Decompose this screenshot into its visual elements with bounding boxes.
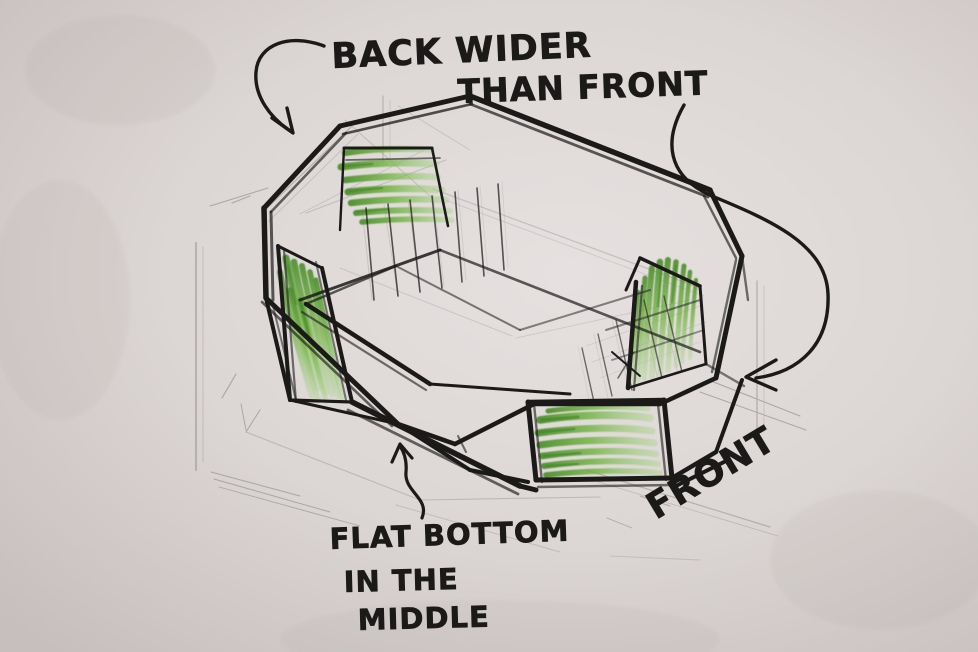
trough-outline <box>260 93 750 496</box>
flat-bottom-line2: IN THE <box>343 562 459 599</box>
annotation-flat-bottom: FLAT BOTTOM IN THE MIDDLE <box>329 513 571 637</box>
arrow-to-back-edge <box>254 38 326 135</box>
annotation-back-wider: BACK WIDER THAN FRONT <box>330 25 709 111</box>
arrow-to-front-face <box>670 103 830 392</box>
flat-bottom-line3: MIDDLE <box>357 600 490 637</box>
flat-bottom-line1: FLAT BOTTOM <box>329 514 570 556</box>
back-wider-line2: THAN FRONT <box>457 63 709 111</box>
front-wall-panel <box>534 404 663 478</box>
arrow-to-flat-bottom <box>390 442 426 520</box>
erased-smudges <box>0 15 978 652</box>
